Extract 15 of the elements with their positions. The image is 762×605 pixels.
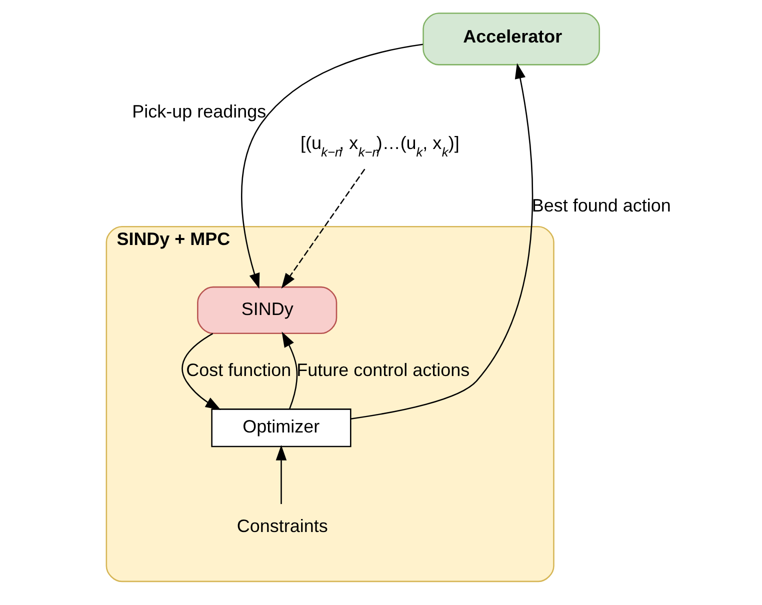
edge-label: Cost function [186,360,291,380]
arrow [281,332,298,410]
node-text: Constraints [236,516,328,536]
arrow [240,44,422,289]
node-text: [(u$_{k−n}$, x$_{k−n}$)…(u$_{k}$, x$_{k}$)] [300,133,459,160]
arrow [350,63,533,420]
node-box: Accelerator [422,12,600,66]
arrow [275,444,286,504]
arrow [181,332,220,410]
edge-label: Pick-up readings [132,102,266,122]
edge-label: Future control actions [296,360,470,380]
arrow [280,168,365,289]
node-box: Optimizer [210,408,351,448]
edge-label: Best found action [531,195,670,216]
node-box: SINDy [196,286,337,334]
